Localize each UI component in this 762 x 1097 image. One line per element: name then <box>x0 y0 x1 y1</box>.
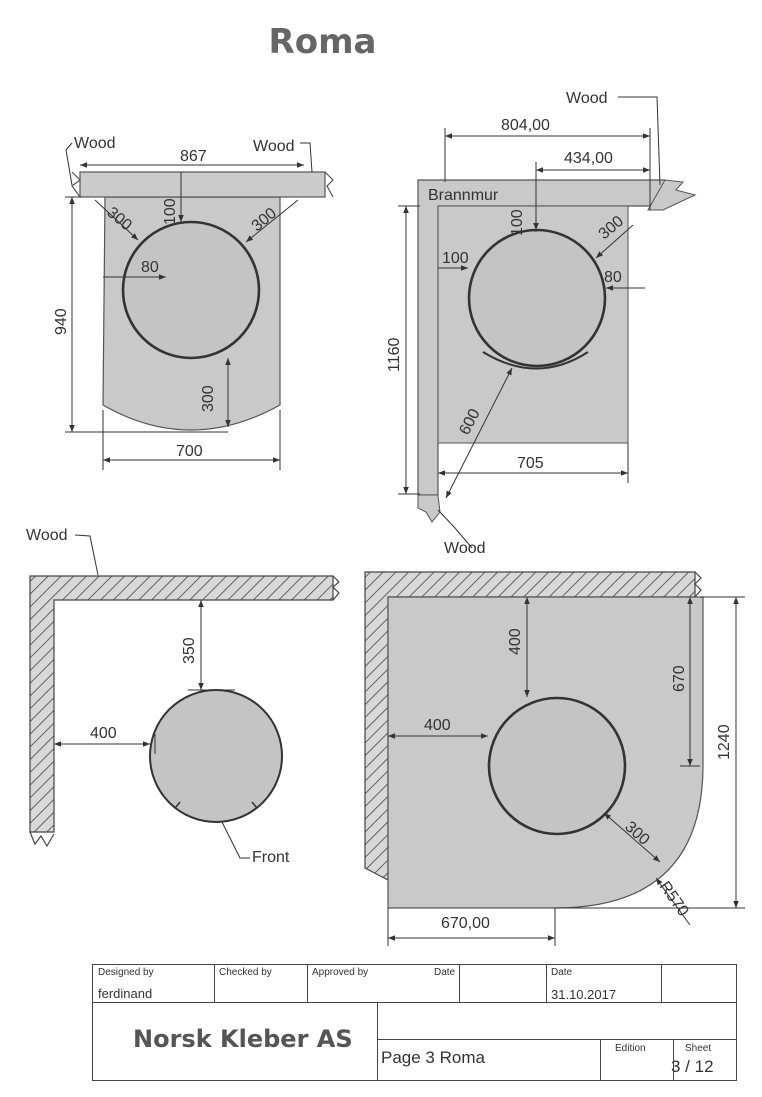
view1-dim-front: 300 <box>200 385 217 412</box>
view2-brannmur-label: Brannmur <box>428 187 499 204</box>
view4-dim-height: 1240 <box>716 724 733 760</box>
view2-wood-label-bottom: Wood <box>444 540 486 557</box>
view4-dim-bottom: 670,00 <box>441 915 490 932</box>
view2-dim-right-width: 434,00 <box>564 150 613 167</box>
view1-wood-label-right: Wood <box>253 138 295 155</box>
stove-circle-3 <box>149 689 283 823</box>
view2-dim-bottom: 705 <box>517 455 544 472</box>
stove-circle-4 <box>487 696 627 836</box>
sheet-number: 3 / 12 <box>671 1057 714 1076</box>
date-label-2: Date <box>551 967 573 978</box>
view-3-wall-hatched: Wood Front 350 400 <box>26 527 340 866</box>
stove-circle-2 <box>467 228 607 368</box>
view1-dim-height: 940 <box>53 308 70 335</box>
view1-dim-bottom: 700 <box>176 443 203 460</box>
view3-wood-label: Wood <box>26 527 68 544</box>
view4-dim-clear-left: 400 <box>424 717 451 734</box>
view4-dim-radius: R570 <box>656 879 692 920</box>
wood-wall <box>79 171 326 198</box>
page-label: Page 3 Roma <box>381 1048 485 1067</box>
title-block: Designed by ferdinand Checked by Approve… <box>92 964 737 1081</box>
view3-dim-clear-top: 350 <box>181 637 198 664</box>
view4-dim-clear-top: 400 <box>507 628 524 655</box>
view-2-corner-brannmur: Wood Wood Brannmur 804,00 434,00 1160 70… <box>386 90 697 557</box>
view1-wood-label-left: Wood <box>74 135 116 152</box>
view4-dim-right-top: 670 <box>671 665 688 692</box>
company-name: Norsk Kleber AS <box>133 1025 353 1053</box>
date-label-1: Date <box>434 967 456 978</box>
view2-wood-label-top: Wood <box>566 90 608 107</box>
designed-by-label: Designed by <box>98 967 154 978</box>
approved-by-label: Approved by <box>312 967 369 978</box>
view2-dim-total-width: 804,00 <box>501 117 550 134</box>
view2-dim-height: 1160 <box>386 337 403 372</box>
view2-dim-side: 80 <box>604 269 622 286</box>
page-title: Roma <box>268 22 377 62</box>
view1-dim-width-top: 867 <box>180 148 207 165</box>
designed-by-value: ferdinand <box>98 986 153 1001</box>
view2-dim-clear-left: 100 <box>442 250 469 267</box>
view-1-wall-plan: Wood Wood 867 940 700 100 300 300 80 300 <box>53 135 334 470</box>
stove-circle <box>121 220 261 360</box>
view3-dim-clear-left: 400 <box>90 725 117 742</box>
sheet-label: Sheet <box>685 1043 712 1054</box>
date-value: 31.10.2017 <box>551 987 617 1002</box>
view3-front-label: Front <box>252 849 290 866</box>
view1-dim-clear-top: 100 <box>162 198 179 225</box>
checked-by-label: Checked by <box>219 967 272 978</box>
view1-dim-side: 80 <box>141 259 159 276</box>
edition-label: Edition <box>615 1043 646 1054</box>
view2-dim-clear-top: 100 <box>509 209 526 236</box>
view-4-corner-plate: 400 400 670 1240 300 R570 670,00 <box>364 571 745 946</box>
